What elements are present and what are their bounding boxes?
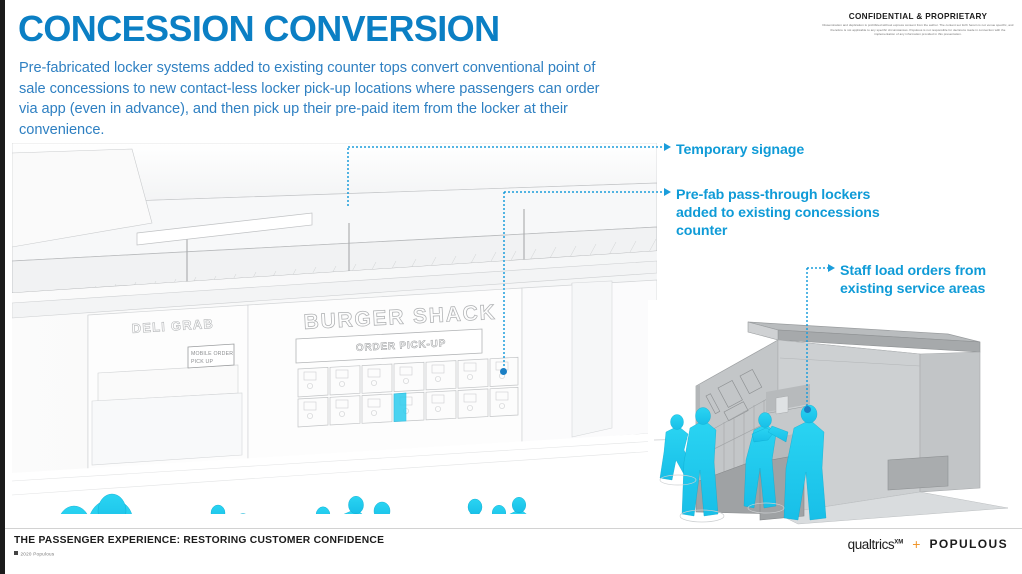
svg-text:MOBILE ORDER: MOBILE ORDER [191,351,233,357]
footer-deck-title: THE PASSENGER EXPERIENCE: RESTORING CUST… [14,535,385,546]
plus-icon: + [912,536,921,552]
concession-unit-cutaway-diagram [648,300,1022,528]
left-edge-rail [0,0,5,574]
leader3-horizontal-segment [806,267,829,269]
populous-logo: POPULOUS [929,537,1008,551]
leader2-horizontal-segment [503,191,665,193]
leader3-vertical-segment [806,267,808,412]
leader1-horizontal-segment [347,146,665,148]
svg-text:ORDER PICK-UP: ORDER PICK-UP [356,338,447,354]
confidential-heading: CONFIDENTIAL & PROPRIETARY [848,12,988,21]
confidential-notice: CONFIDENTIAL & PROPRIETARY Dissemination… [822,12,1014,37]
leader3-arrowhead [828,263,835,272]
qualtrics-xm-mark: XM [894,539,904,545]
confidential-disclaimer: Dissemination and duplication is prohibi… [822,23,1014,37]
qualtrics-wordmark: qualtrics [847,536,895,552]
leader2-arrowhead [664,187,671,196]
callout-label-temporary-signage: Temporary signage [676,142,805,158]
leader1-arrowhead [664,142,671,151]
leader1-vertical-segment [347,147,349,207]
qualtrics-logo: qualtricsXM [848,537,904,552]
callout-label-prefab-lockers: Pre-fab pass-through lockers added to ex… [676,187,880,240]
copyright-bullet-icon [14,551,18,555]
page-subtitle: Pre-fabricated locker systems added to e… [19,60,600,139]
leader2-endpoint-dot [500,368,507,375]
footer-divider [5,528,1022,529]
footer-logos: qualtricsXM + POPULOUS [848,536,1008,552]
concourse-illustration: DELI GRAB MOBILE ORDER PICK UP BURGER SH… [12,143,657,514]
leader2-vertical-segment [503,191,505,373]
concession-concourse-rendering: DELI GRAB MOBILE ORDER PICK UP BURGER SH… [12,143,657,514]
svg-text:PICK UP: PICK UP [191,359,213,365]
svg-text:DELI GRAB: DELI GRAB [131,316,214,336]
cutaway-illustration [648,300,1022,528]
callout-label-staff-load-orders: Staff load orders from existing service … [840,263,986,298]
footer-copyright: 2020 Populous [14,551,54,557]
footer-copyright-text: 2020 Populous [20,551,55,557]
page-title: CONCESSION CONVERSION [18,8,500,49]
leader3-endpoint-dot [803,406,811,413]
